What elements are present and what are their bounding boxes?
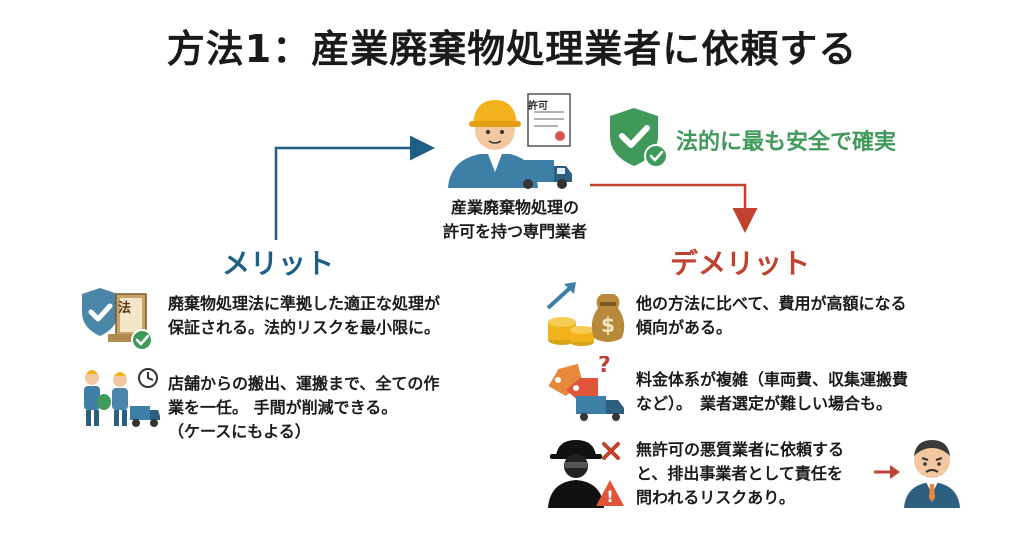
shield-check-icon [610,108,668,168]
safe-text: 法的に最も安全で確実 [676,130,897,155]
permit-doc-label: 許可 [528,101,548,112]
worried-person-icon [904,440,960,508]
money-coins-icon: $ [546,282,625,346]
merit-item-2-text: 店舗からの搬出、運搬まで、全ての作 業を一任。 手間が削減できる。 （ケースにも… [168,374,440,441]
center-label-line2: 許可を持つ専門業者 [442,222,587,241]
center-label-line1: 産業廃棄物処理の [450,198,579,217]
law-label: 法 [118,301,132,316]
center-label: 産業廃棄物処理の 許可を持つ専門業者 [395,196,635,244]
merit-item-1-text: 廃棄物処理法に準拠した適正な処理が 保証される。法的リスクを最小限に。 [168,294,441,337]
merit-arrow [274,135,435,240]
svg-text:$: $ [601,313,615,337]
workers-truck-icon [84,368,160,427]
page-title: 方法1：産業廃棄物処理業者に依頼する [166,27,858,71]
price-tag-truck-icon: ? [548,356,624,421]
svg-text:!: ! [606,487,613,506]
svg-text:?: ? [598,356,611,378]
worker-icon [448,93,572,189]
arrow-right-icon [874,465,900,479]
merit-heading: メリット [222,247,335,280]
demerit-item-3-text: 無許可の悪質業者に依頼する と、排出事業者として責任を 問われるリスクあり。 [636,440,845,507]
demerit-arrow [590,183,758,233]
law-shield-icon [82,288,153,351]
demerit-item-1-text: 他の方法に比べて、費用が高額になる 傾向がある。 [636,294,907,337]
thief-warning-icon: ! [548,440,624,508]
demerit-heading: デメリット [670,247,811,280]
demerit-item-2-text: 料金体系が複雑（車両費、収集運搬費 など）。 業者選定が難しい場合も。 [636,370,909,413]
